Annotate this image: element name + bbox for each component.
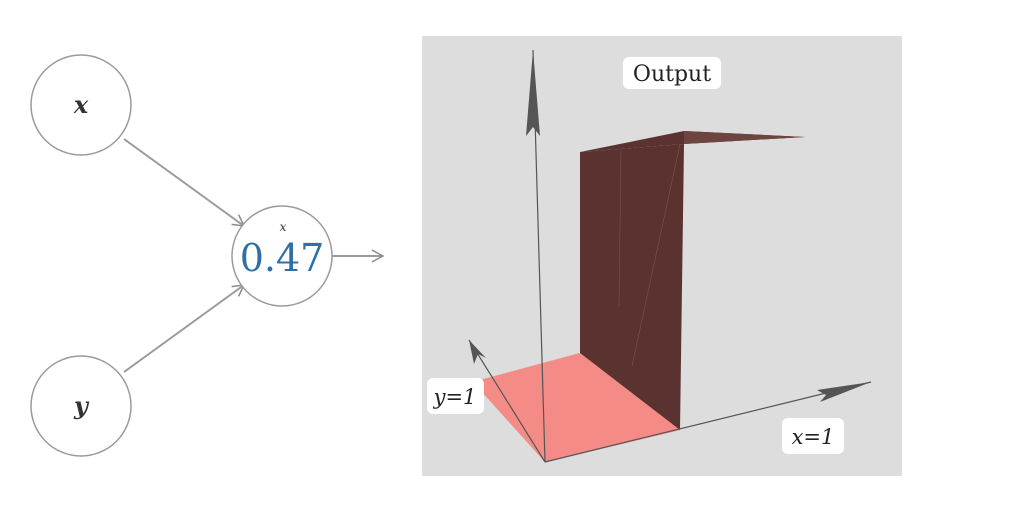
z-axis-arrow: [526, 50, 540, 136]
x-axis-line: [544, 381, 872, 463]
plot-title-box: [623, 57, 721, 89]
y-axis-line: [468, 339, 546, 463]
x-axis-arrow: [817, 382, 871, 402]
edge-y-to-neuron: [123, 284, 246, 373]
network-diagram: x y x 0.47: [30, 54, 385, 457]
x-axis-label-box: [782, 418, 844, 454]
neuron-value: 0.47: [240, 236, 325, 280]
plot-title: Output: [633, 62, 711, 87]
surface-wall-edge-2: [631, 143, 681, 367]
surface-wall-edge-1: [618, 147, 622, 307]
surface-step-wall: [580, 144, 684, 430]
input-node-x[interactable]: x: [30, 54, 132, 156]
input-node-x-label: x: [73, 90, 89, 119]
y-axis-label: y=1: [433, 385, 477, 409]
output-surface-plot[interactable]: Output y=1 x=1: [422, 36, 902, 476]
input-node-y[interactable]: y: [30, 355, 132, 457]
y-axis-label-box: [427, 378, 484, 414]
neuron-sublabel: x: [280, 220, 287, 234]
neuron-node[interactable]: x 0.47: [231, 205, 333, 307]
x-axis-label: x=1: [792, 425, 835, 449]
surface-high-region-shade: [684, 131, 805, 144]
y-axis-arrow: [469, 340, 486, 364]
edge-x-to-neuron: [123, 138, 246, 227]
input-node-y-label: y: [73, 391, 90, 420]
